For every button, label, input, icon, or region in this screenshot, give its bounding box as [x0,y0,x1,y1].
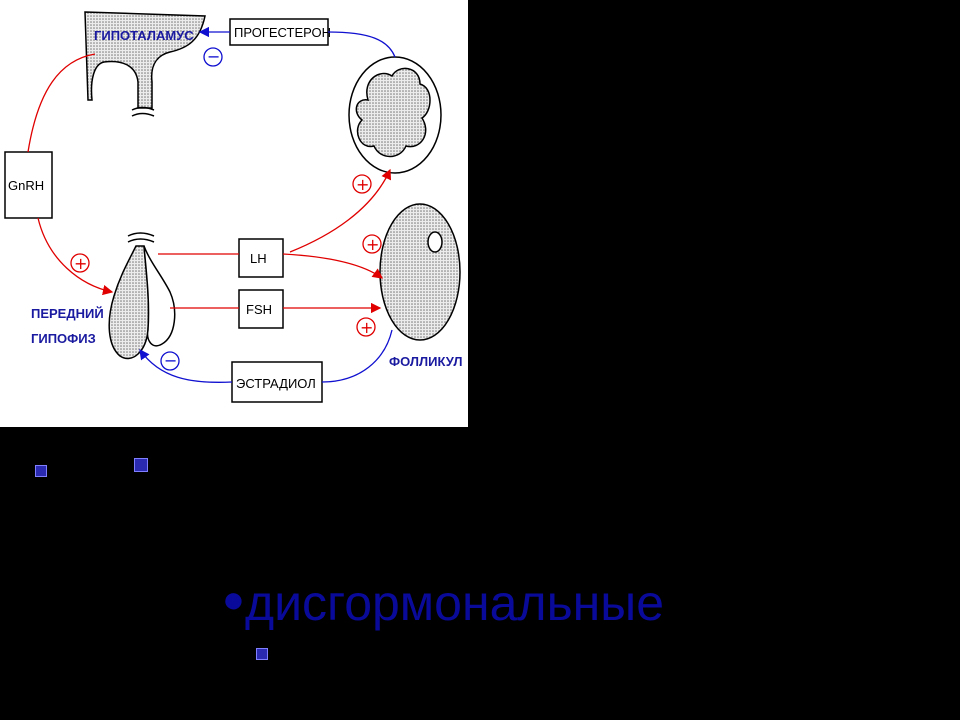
svg-text:+: + [360,318,373,337]
pituitary-label-line2: ГИПОФИЗ [31,331,96,346]
corpus-luteum-to-progesterone-line [327,31,396,58]
gnrh-to-pituitary-arrow [37,217,114,296]
stalk-break-top [131,106,155,117]
bullet-square-1 [35,465,47,477]
hypothalamus-to-gnrh-arrow [27,53,96,153]
corpus-luteum-core [355,67,431,158]
svg-text:−: − [164,351,177,370]
minus-sign-progesterone: − [203,47,223,67]
plus-sign-gnrh: + [70,253,90,273]
plus-sign-corpus-luteum: + [352,174,372,194]
svg-text:+: + [74,254,87,273]
follicle-label: ФОЛЛИКУЛ [389,354,462,369]
lh-box [238,238,284,278]
bullet-dot-icon: ● [222,579,245,621]
diagram-panel: ГИПОТАЛАМУС ПРОГЕСТЕРОН GnRH ПЕРЕДНИЙ ГИ… [0,0,468,427]
fsh-label: FSH [246,302,272,317]
lh-label: LH [250,251,267,266]
plus-sign-lh-follicle: + [362,234,382,254]
main-bullet: ●дисгормональные [222,578,664,628]
hypothalamus-shape [84,11,206,109]
minus-sign-estradiol: − [160,351,180,371]
lh-to-corpus-luteum-arrow [289,168,392,253]
main-bullet-text: дисгормональные [244,575,664,631]
follicle-to-estradiol-line [321,329,393,383]
svg-text:+: + [356,175,369,194]
pituitary-label-line1: ПЕРЕДНИЙ [31,306,104,321]
posterior-pituitary [143,245,176,347]
follicle [379,203,461,341]
progesterone-label: ПРОГЕСТЕРОН [234,25,331,40]
estradiol-label: ЭСТРАДИОЛ [236,376,316,391]
fsh-box [238,289,284,329]
bullet-square-3 [256,648,268,660]
pituitary-stalk-break [127,232,155,243]
lh-to-follicle-arrow [282,253,384,279]
svg-text:+: + [366,235,379,254]
svg-text:−: − [207,47,220,66]
hypothalamus-label: ГИПОТАЛАМУС [94,28,194,43]
hormone-feedback-diagram: ГИПОТАЛАМУС ПРОГЕСТЕРОН GnRH ПЕРЕДНИЙ ГИ… [4,11,462,403]
plus-sign-fsh-follicle: + [356,317,376,337]
gnrh-label: GnRH [8,178,44,193]
anterior-pituitary [108,245,150,360]
bullet-square-2 [134,458,148,472]
estradiol-to-pituitary-arrow [139,348,233,383]
oocyte [427,231,443,253]
